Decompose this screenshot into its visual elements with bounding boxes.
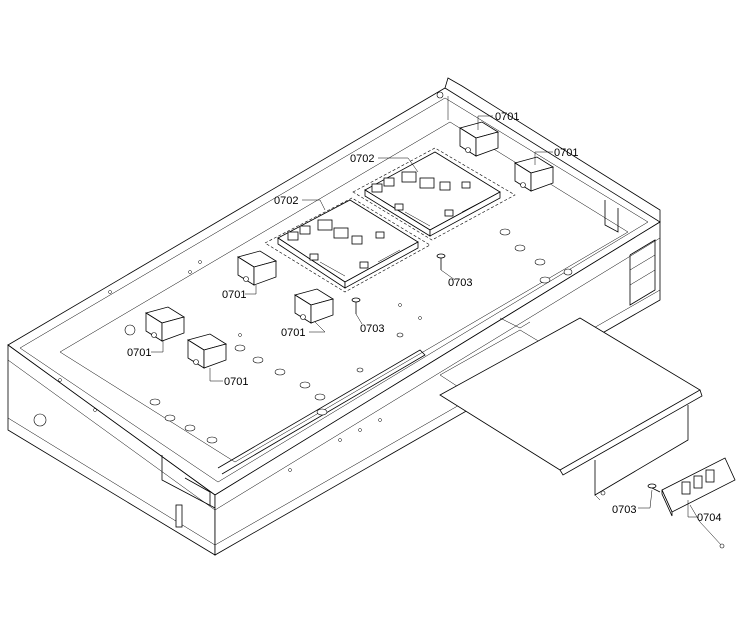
callout-label: 0702 — [350, 153, 374, 165]
callout-label: 0701 — [222, 289, 246, 301]
relay-block — [145, 306, 185, 342]
relay-block — [237, 250, 277, 286]
control-board — [364, 151, 501, 237]
cover-plate — [439, 317, 703, 501]
screws — [351, 253, 661, 493]
small-dots — [58, 260, 422, 472]
callout-label: 0701 — [495, 111, 519, 123]
relay-block — [514, 156, 554, 192]
small-board — [661, 457, 736, 549]
relay-block — [459, 121, 499, 157]
leader-lines — [151, 115, 697, 518]
screw — [436, 253, 446, 270]
floor-holes — [149, 228, 573, 444]
callout-label: 0703 — [360, 323, 384, 335]
callout-label: 0701 — [554, 147, 578, 159]
relay-block — [187, 333, 227, 369]
callout-label: 0701 — [224, 376, 248, 388]
screw — [351, 297, 361, 314]
callout-labels: 0701 0701 0702 0702 0701 0703 0701 0703 … — [127, 111, 721, 524]
callout-label: 0703 — [612, 504, 636, 516]
relay-blocks — [145, 121, 554, 369]
callout-label: 0704 — [697, 512, 721, 524]
callout-label: 0703 — [448, 277, 472, 289]
control-boards — [264, 147, 516, 293]
control-board — [277, 199, 419, 289]
relay-block — [294, 288, 334, 324]
callout-label: 0701 — [127, 347, 151, 359]
screw — [647, 483, 661, 493]
callout-label: 0701 — [281, 327, 305, 339]
callout-label: 0702 — [274, 195, 298, 207]
